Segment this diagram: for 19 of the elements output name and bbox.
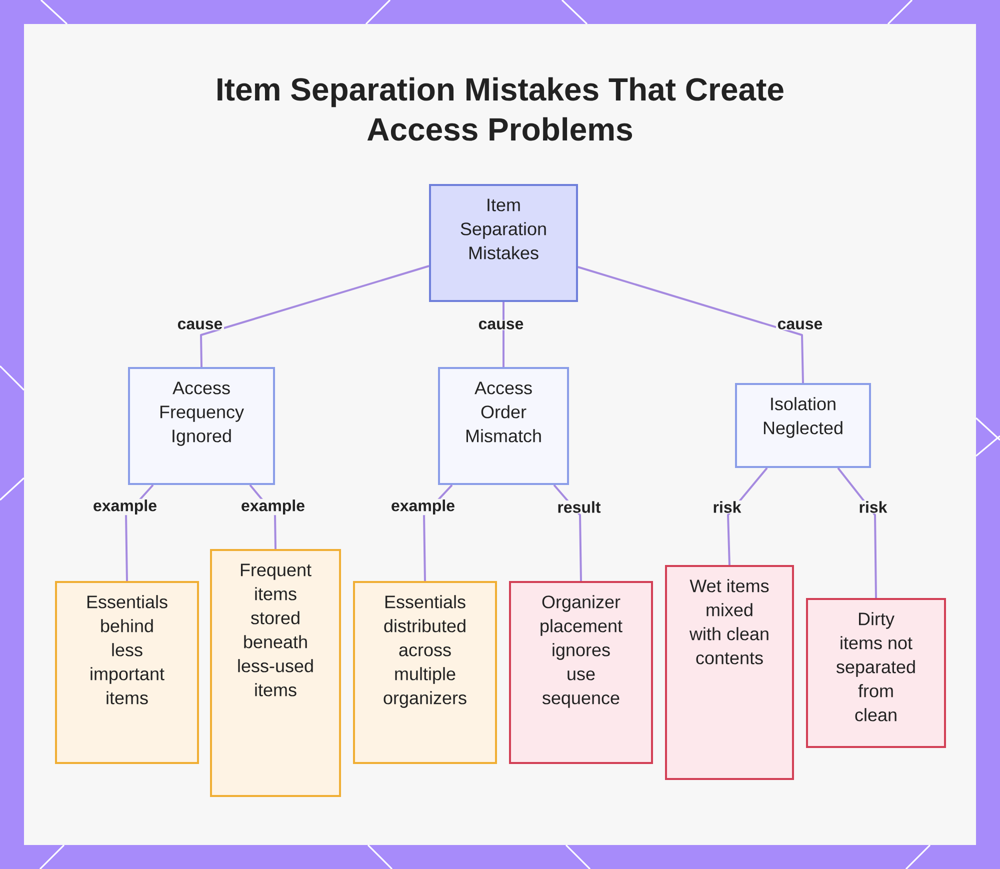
example-box: Essentials behind less important items — [55, 581, 199, 764]
connector-line — [502, 302, 504, 367]
category-box: Access Order Mismatch — [438, 367, 570, 485]
edge-label: example — [92, 498, 158, 516]
outcome-box: Wet items mixed with clean contents — [665, 565, 794, 780]
connector-line — [200, 265, 430, 368]
connector-line — [578, 266, 804, 384]
edge-label: example — [240, 498, 306, 516]
outcome-box: Dirty items not separated from clean — [806, 598, 946, 748]
example-box: Essentials distributed across multiple organizers — [353, 581, 497, 764]
edge-label: example — [390, 498, 456, 516]
edge-label: result — [556, 500, 602, 514]
category-box: Isolation Neglected — [735, 383, 871, 468]
example-box: Frequent items stored beneath less-used items — [210, 549, 342, 797]
category-box: Access Frequency Ignored — [128, 367, 276, 485]
connector-line — [837, 467, 877, 598]
root-box: Item Separation Mistakes — [429, 184, 578, 302]
outcome-box: Organizer placement ignores use sequence — [509, 581, 653, 764]
title: Item Separation Mistakes That Create Access Problems — [218, 77, 784, 141]
